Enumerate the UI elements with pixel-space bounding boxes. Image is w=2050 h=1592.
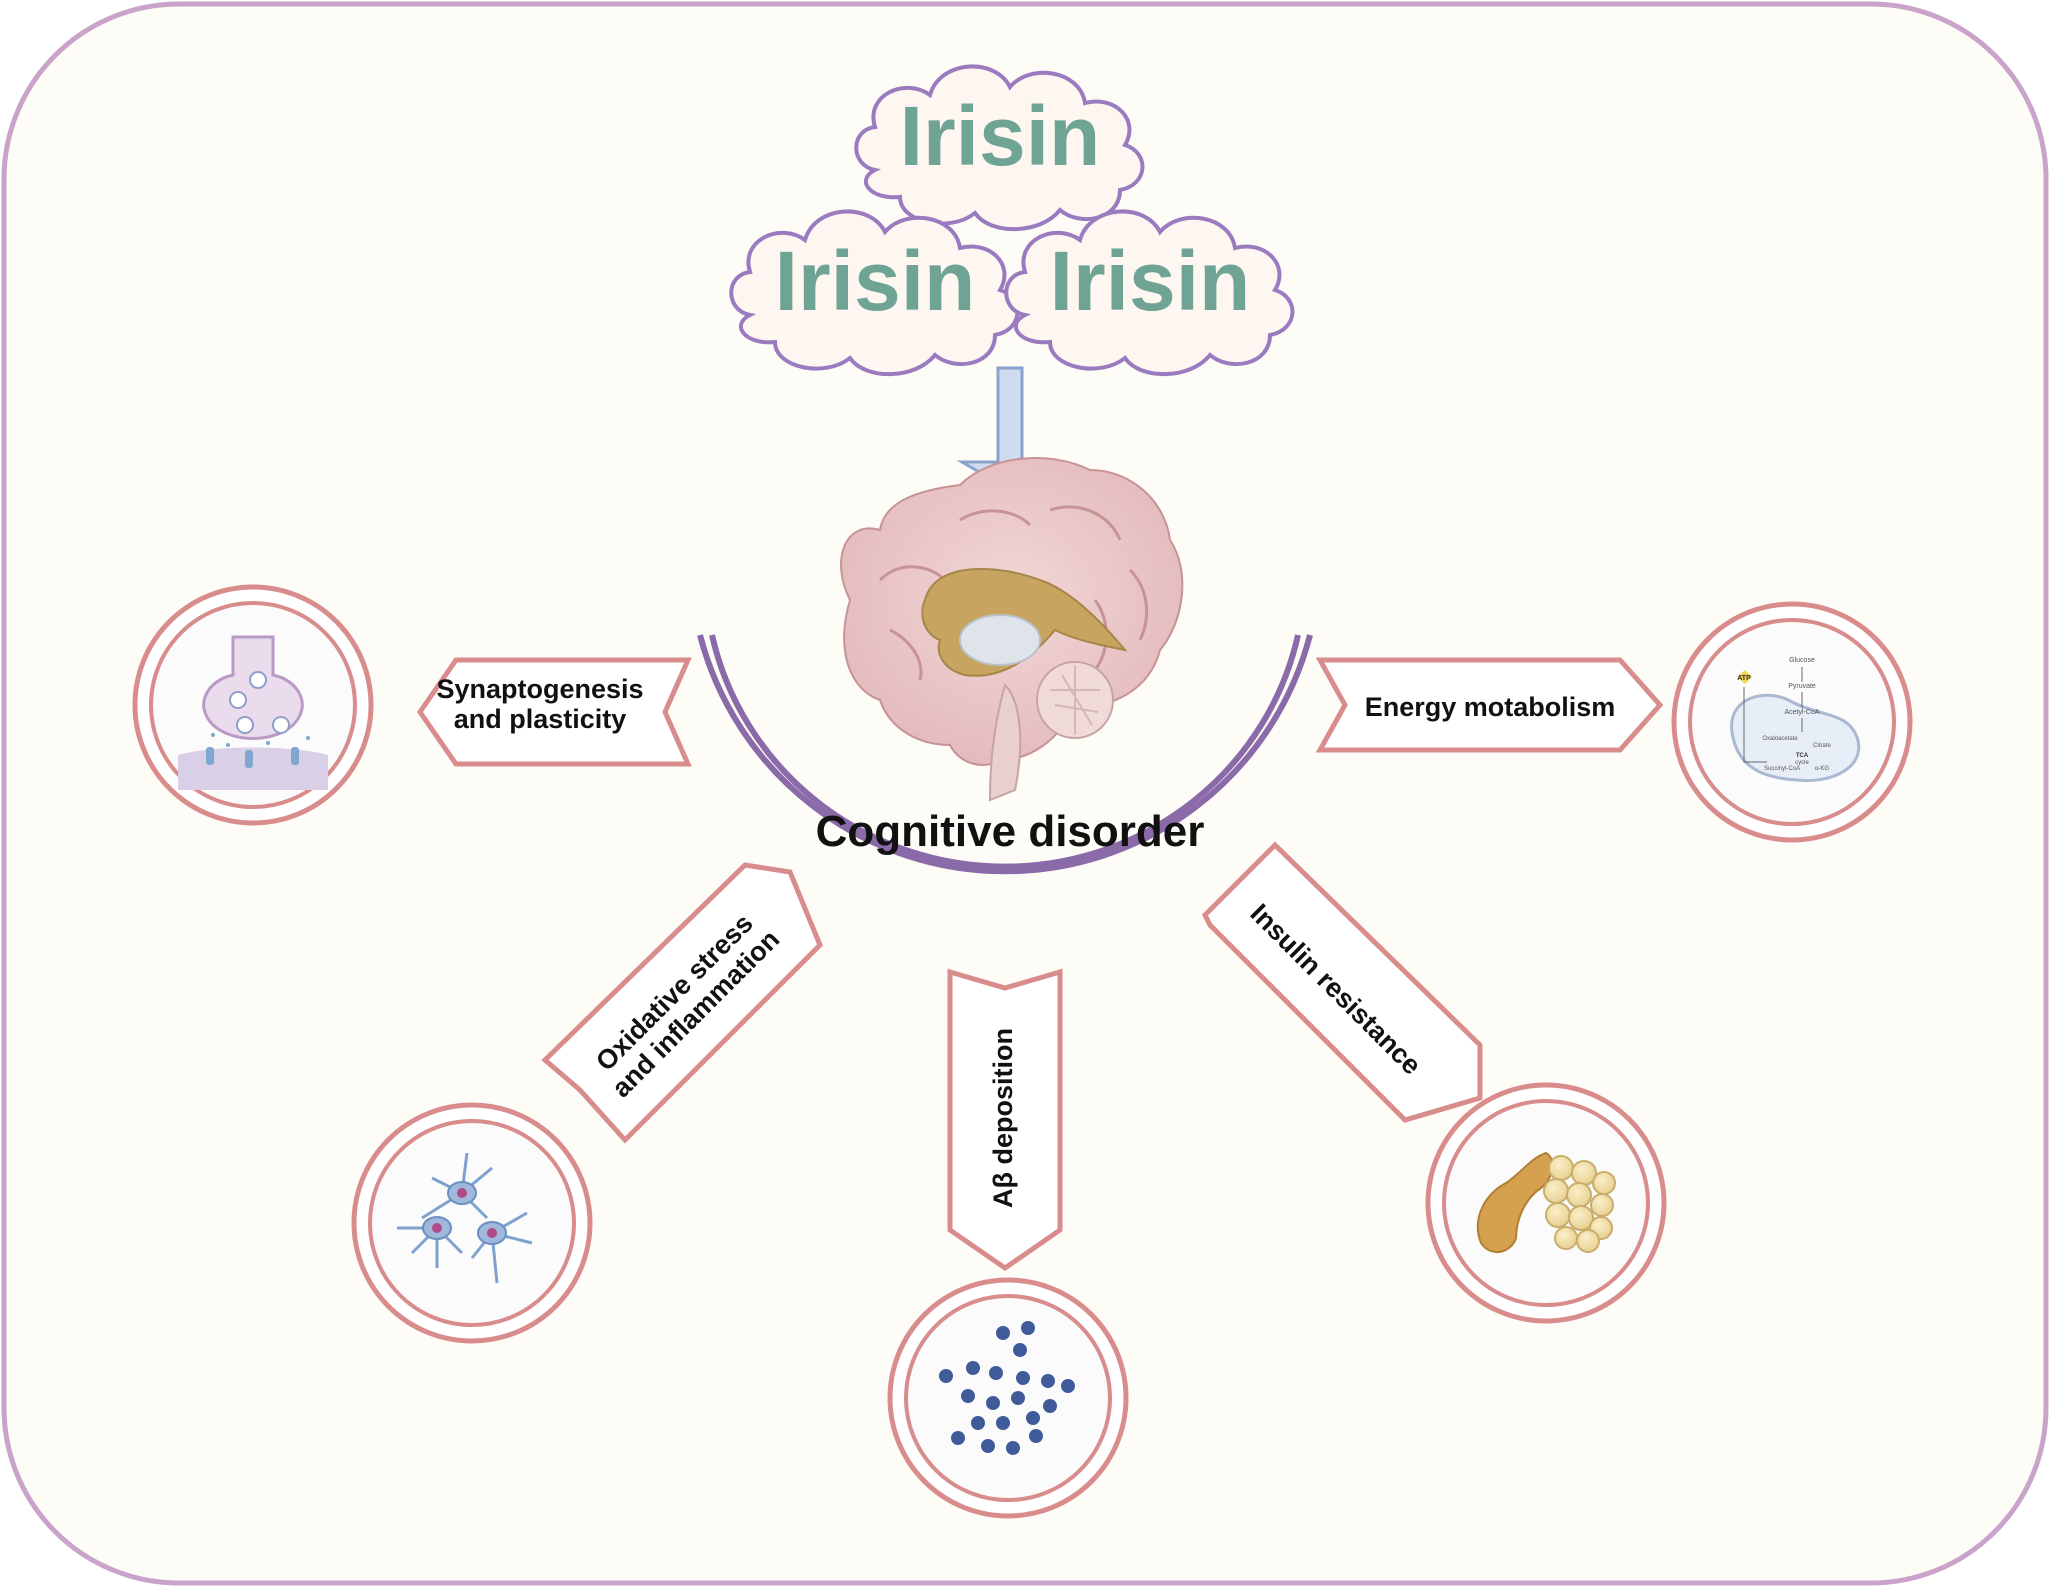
irisin-label-right: Irisin	[1050, 234, 1251, 328]
inner-arc	[709, 634, 1301, 870]
tca-citrate: Citrate	[1813, 743, 1831, 749]
arrow-energy-metabolism: Energy motabolism	[1315, 657, 1664, 753]
energy-metabolism-label: Energy motabolism	[1365, 692, 1616, 722]
abeta-circle	[887, 1277, 1129, 1519]
irisin-label-top: Irisin	[900, 89, 1101, 183]
mitochondria-circle: ATP Glucose Pyruvate Acetyl-CoA Oxaloace…	[1671, 601, 1913, 843]
tca-pyruvate: Pyruvate	[1788, 683, 1816, 690]
tca-label: TCA	[1796, 753, 1809, 759]
arrow-synaptogenesis: Synaptogenesis and plasticity	[416, 657, 692, 767]
outer-arc	[697, 634, 1313, 875]
synapse-circle	[132, 584, 374, 826]
tca-oxaloacetate: Oxaloacetate	[1762, 736, 1798, 742]
arrow-insulin: Insulin resistance	[1201, 841, 1483, 1123]
center-label: Cognitive disorder	[816, 807, 1205, 856]
irisin-cloud-top: Irisin	[854, 64, 1145, 232]
synaptogenesis-label-line1: Synaptogenesis	[436, 674, 643, 704]
brain-illustration	[840, 457, 1184, 802]
tca-succinyl: Succinyl-CoA	[1764, 766, 1800, 772]
synaptogenesis-label-line2: and plasticity	[454, 704, 627, 734]
pancreas-circle	[1425, 1082, 1667, 1324]
neuron-circle	[351, 1102, 593, 1344]
abeta-label: Aβ deposition	[988, 1028, 1018, 1208]
irisin-cloud-right: Irisin	[1004, 209, 1295, 377]
tca-glucose: Glucose	[1789, 657, 1815, 664]
irisin-label-left: Irisin	[775, 234, 976, 328]
tca-cycle: cycle	[1795, 760, 1809, 766]
tca-acetyl-coa: Acetyl-CoA	[1784, 709, 1819, 716]
arrow-abeta: Aβ deposition	[947, 968, 1063, 1272]
tca-akg: α-KG	[1815, 766, 1829, 772]
tca-atp: ATP	[1737, 675, 1751, 682]
irisin-cloud-left: Irisin	[729, 209, 1020, 377]
